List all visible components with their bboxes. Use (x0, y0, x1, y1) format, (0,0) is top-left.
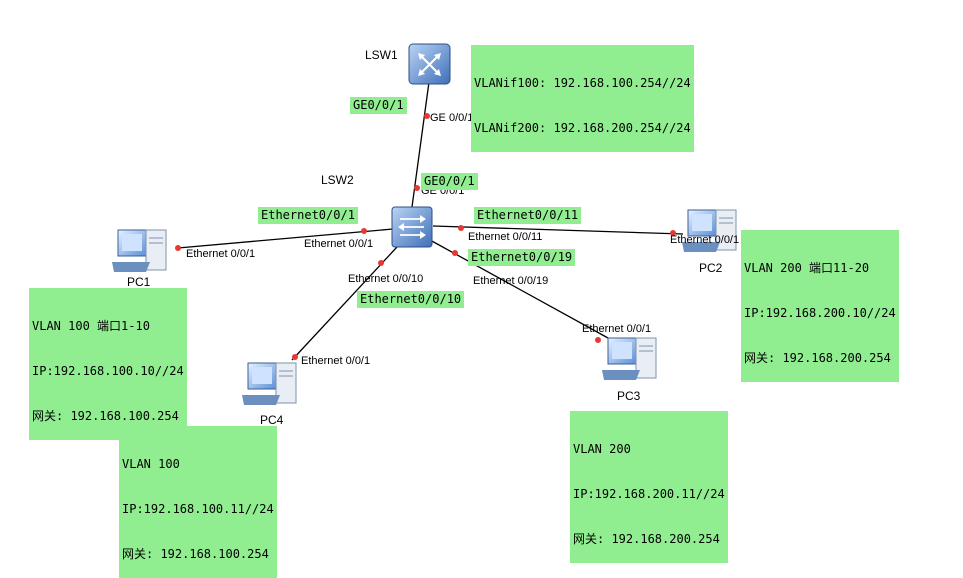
link-lsw2-pc2 (432, 225, 684, 235)
lsw1-label: LSW1 (365, 48, 398, 62)
link-lsw2-pc1 (177, 228, 394, 249)
note-pc3: VLAN 200 IP:192.168.200.11//24 网关: 192.1… (570, 411, 728, 563)
port-dot (595, 337, 601, 343)
pc1-label: PC1 (127, 275, 151, 289)
note-pc1: VLAN 100 端口1-10 IP:192.168.100.10//24 网关… (29, 288, 187, 440)
port-label-lsw1-ge: GE 0/0/1 (430, 112, 473, 124)
note-line: IP:192.168.100.10//24 (32, 364, 184, 378)
port-dot (378, 260, 384, 266)
note-pc4: VLAN 100 IP:192.168.100.11//24 网关: 192.1… (119, 426, 277, 578)
note-pc2: VLAN 200 端口11-20 IP:192.168.200.10//24 网… (741, 230, 899, 382)
tag-eth11: Ethernet0/0/11 (474, 207, 582, 224)
pc2-label: PC2 (699, 261, 723, 275)
pc3-label: PC3 (617, 389, 641, 403)
port-dot (452, 250, 458, 256)
note-line: VLAN 200 (573, 442, 631, 456)
link-lsw2-pc4 (291, 246, 398, 361)
tag-eth10: Ethernet0/0/10 (357, 291, 465, 308)
pc4-label: PC4 (260, 413, 284, 427)
note-line: VLAN 100 端口1-10 (32, 319, 150, 333)
port-dot (292, 354, 298, 360)
note-line: 网关: 192.168.100.254 (32, 409, 179, 423)
network-topology-diagram: LSW1 LSW2 PC1 PC2 (112, 43, 739, 427)
port-label-pc2-e: Ethernet 0/0/1 (670, 234, 739, 246)
note-line: 网关: 192.168.200.254 (573, 532, 720, 546)
port-label-pc1-e: Ethernet 0/0/1 (186, 248, 255, 260)
port-label-pc3-e: Ethernet 0/0/1 (582, 323, 651, 335)
note-line: 网关: 192.168.200.254 (744, 351, 891, 365)
note-line: IP:192.168.200.10//24 (744, 306, 896, 320)
port-label-lsw2-e1: Ethernet 0/0/1 (304, 238, 373, 250)
note-line: 网关: 192.168.100.254 (122, 547, 269, 561)
tag-ge-lsw2: GE0/0/1 (421, 173, 478, 190)
port-label-pc4-e: Ethernet 0/0/1 (301, 355, 370, 367)
note-lsw1: VLANif100: 192.168.100.254//24 VLANif200… (471, 45, 694, 152)
port-dot (361, 228, 367, 234)
pc1-computer-icon[interactable] (112, 229, 167, 272)
tag-eth19: Ethernet0/0/19 (468, 249, 576, 266)
note-line: VLANif200: 192.168.200.254//24 (474, 121, 691, 135)
lsw2-switch-icon[interactable] (391, 206, 433, 248)
lsw1-switch-icon[interactable] (408, 43, 451, 85)
pc3-computer-icon[interactable] (602, 337, 657, 380)
pc4-computer-icon[interactable] (242, 362, 297, 405)
tag-ge-lsw1: GE0/0/1 (350, 97, 407, 114)
port-label-lsw2-e11: Ethernet 0/0/11 (468, 231, 542, 243)
port-dot (175, 245, 181, 251)
note-line: VLAN 100 (122, 457, 180, 471)
note-line: VLANif100: 192.168.100.254//24 (474, 76, 691, 90)
port-dot (414, 185, 420, 191)
port-dot (424, 113, 430, 119)
tag-eth1: Ethernet0/0/1 (258, 207, 358, 224)
link-lsw2-pc3 (429, 239, 609, 339)
port-label-lsw2-e19: Ethernet 0/0/19 (473, 275, 548, 287)
port-dot (458, 225, 464, 231)
pc2-computer-icon[interactable] (682, 209, 737, 252)
note-line: VLAN 200 端口11-20 (744, 261, 870, 275)
port-label-lsw2-e10: Ethernet 0/0/10 (348, 273, 423, 285)
lsw2-label: LSW2 (321, 173, 354, 187)
note-line: IP:192.168.200.11//24 (573, 487, 725, 501)
note-line: IP:192.168.100.11//24 (122, 502, 274, 516)
port-dot (670, 230, 676, 236)
port-dots (175, 113, 676, 360)
